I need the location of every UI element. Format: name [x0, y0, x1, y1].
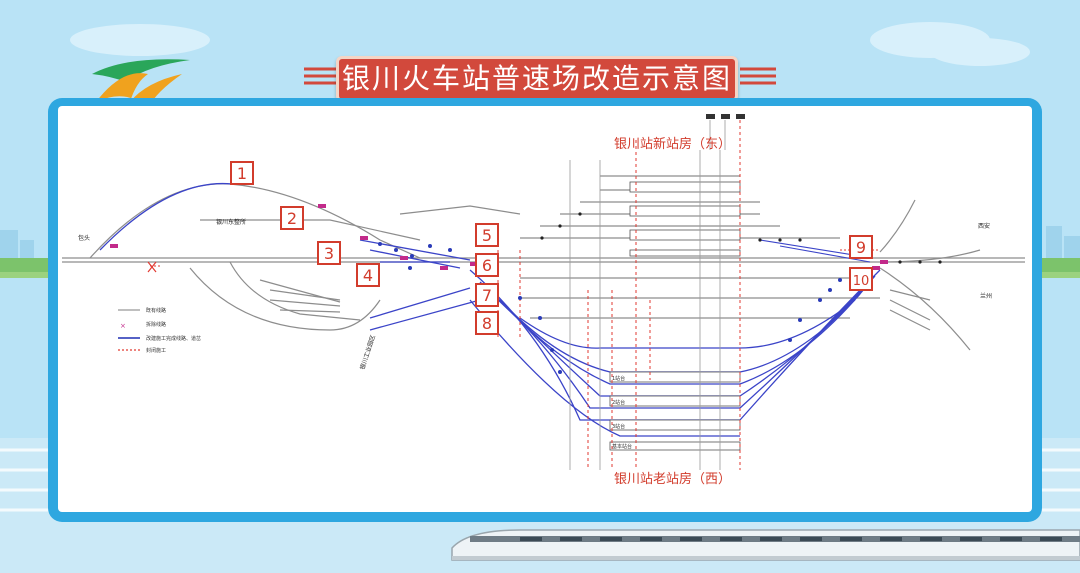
title-banner: 银川火车站普速场改造示意图	[300, 54, 780, 102]
direction-label-right: 西安	[978, 222, 990, 230]
diagram-title: 银川火车站普速场改造示意图	[336, 56, 738, 102]
platform-label: 1站台	[612, 375, 625, 382]
marker-4: 4	[356, 263, 380, 287]
marker-number: 6	[482, 256, 492, 275]
platform-label: 基本站台	[612, 443, 632, 450]
diagram-frame: 1站台 2站台 3站台 基本站台	[48, 98, 1042, 522]
place-label-industrial-park: 银川工业园区	[358, 334, 377, 371]
marker-3: 3	[317, 241, 341, 265]
marker-number: 5	[482, 226, 492, 245]
new-station-label: 银川站新站房（东）	[614, 136, 731, 152]
legend-label: 既有线路	[146, 307, 166, 314]
marker-5: 5	[475, 223, 499, 247]
marker-2: 2	[280, 206, 304, 230]
construction-markers: 1 2 3 4 5 6 7 8 9 10	[230, 161, 873, 335]
marker-number: 7	[482, 286, 492, 305]
legend-label: 改建施工完成线路、道岔	[146, 335, 201, 342]
marker-number: 4	[363, 266, 373, 285]
platform-label: 2站台	[612, 399, 625, 406]
svg-text:×: ×	[120, 322, 126, 330]
platform-label: 3站台	[612, 423, 625, 430]
marker-number: 10	[853, 274, 870, 289]
marker-10: 10	[849, 267, 873, 291]
marker-number: 2	[287, 209, 297, 228]
marker-number: 8	[482, 314, 492, 333]
track-layout: 1站台 2站台 3站台 基本站台	[62, 114, 1025, 487]
legend: × 既有线路 拆除线路 改建施工完成线路、道岔 封闭施工	[118, 307, 201, 354]
marker-number: 9	[856, 238, 866, 257]
direction-label-right-lower: 兰州	[980, 292, 992, 300]
marker-9: 9	[849, 235, 873, 259]
channel-logo	[92, 59, 190, 108]
marker-number: 1	[237, 164, 247, 183]
title-ornament	[304, 67, 776, 85]
old-station-label: 银川站老站房（西）	[614, 471, 731, 487]
marker-1: 1	[230, 161, 254, 185]
marker-number: 3	[324, 244, 334, 263]
marker-6: 6	[475, 253, 499, 277]
legend-label: 拆除线路	[146, 321, 166, 328]
marker-8: 8	[475, 311, 499, 335]
marker-7: 7	[475, 283, 499, 307]
direction-label-left: 包头	[78, 234, 90, 242]
legend-label: 封闭施工	[146, 347, 166, 354]
place-label-east-yard: 银川东整所	[216, 218, 246, 226]
track-diagram: 1站台 2站台 3站台 基本站台	[58, 106, 1032, 512]
